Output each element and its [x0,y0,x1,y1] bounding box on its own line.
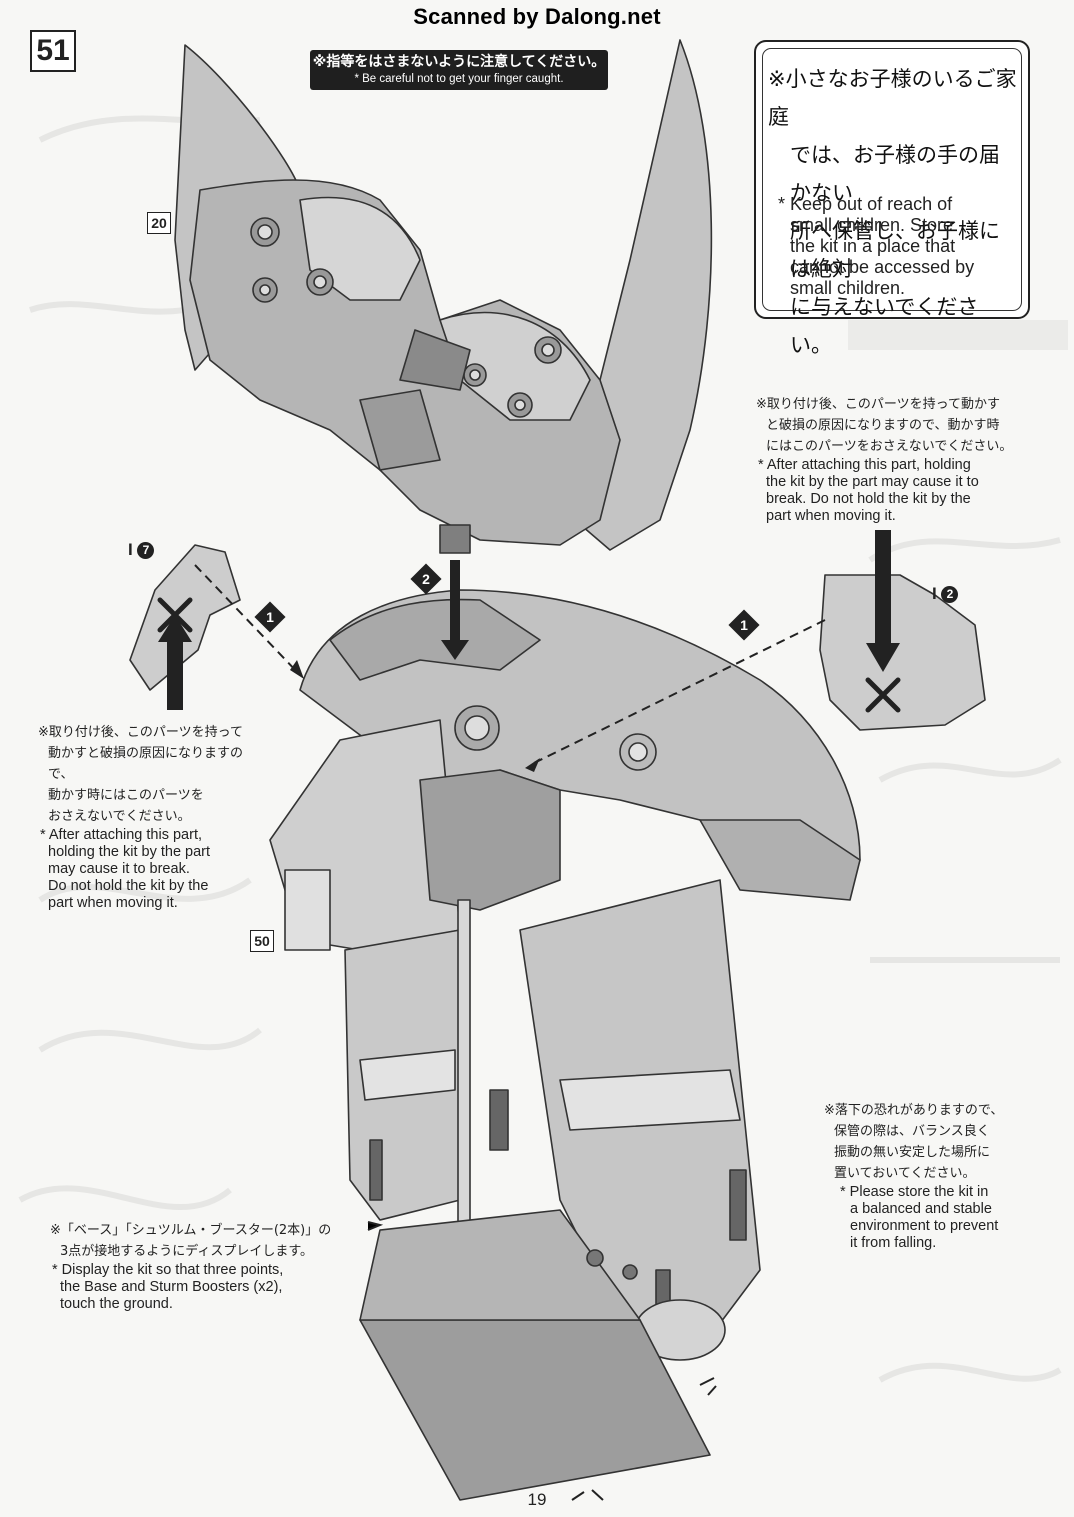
finger-warning-banner: ※指等をはさまないように注意してください。 * Be careful not t… [310,50,608,90]
step-number: 51 [30,30,76,72]
child-safety-jp-line: 所へ保管し、お子様には絶対 [790,219,1000,281]
child-safety-en-line: small children. Store [790,215,954,235]
note-jp-line: ※取り付け後、このパーツを持って [38,725,243,740]
child-safety-jp-line: では、お子様の手の届かない [790,143,1000,205]
marker-2: 2 [422,571,430,587]
page-number: 19 [527,1490,547,1509]
finger-warning-en: * Be careful not to get your finger caug… [354,73,564,85]
note-jp-line: 3点が接地するようにディスプレイします。 [60,1244,314,1259]
note-en-line: environment to prevent [850,1218,999,1234]
ground-contact-marks [367,1221,717,1501]
child-safety-jp: ※小さなお子様のいるご家庭 では、お子様の手の届かない 所へ保管し、お子様には絶… [768,60,1018,364]
note-en-line: the kit by the part may cause it to [766,474,979,490]
upper-body-part [174,39,713,554]
child-safety-jp-line: に与えないでください。 [790,295,979,357]
child-safety-en-line: cannot be accessed by [790,257,975,277]
note-jp-line: 動かす時にはこのパーツを [48,788,204,803]
marker-1-left: 1 [266,609,274,625]
note-en-line: * Please store the kit in [840,1184,989,1200]
part-label-letter: I [128,540,133,559]
note-en-line: * After attaching this part, holding [758,457,971,473]
note-en-line: part when moving it. [766,508,896,524]
note-en-line: holding the kit by the part [48,844,211,860]
child-safety-box: ※小さなお子様のいるご家庭 では、お子様の手の届かない 所へ保管し、お子様には絶… [754,40,1030,357]
note-display: ※「ベース」「シュツルム・ブースター(2本)」の 3点が接地するようにディスプレ… [50,1220,350,1313]
note-jp-line: おさえないでください。 [48,809,191,824]
note-en-line: touch the ground. [60,1296,173,1312]
part-i7 [129,544,241,691]
direction-arrows [158,530,900,710]
note-en-line: * Display the kit so that three points, [52,1262,284,1278]
child-safety-en-line: * Keep out of reach of [778,194,953,214]
note-en-line: it from falling. [850,1235,937,1251]
note-falling: ※落下の恐れがありますので、 保管の際は、バランス良く 振動の無い安定した場所に… [824,1100,1050,1252]
part-label-number: 7 [137,542,155,560]
part-label-i2: I 2 [932,584,959,604]
note-en-line: Do not hold the kit by the [48,878,209,894]
lower-body-part [269,589,861,1361]
stand-rod [457,899,471,1241]
note-en-line: the Base and Sturm Boosters (x2), [60,1279,283,1295]
child-safety-en-line: small children. [790,278,906,298]
scan-credit: Scanned by Dalong.net [413,4,661,29]
marker-1-right: 1 [740,617,748,633]
note-jp-line: にはこのパーツをおさえないでください。 [766,439,1013,454]
note-en-line: break. Do not hold the kit by the [766,491,971,507]
note-en-line: * After attaching this part, [40,827,203,843]
child-safety-inner-border [762,48,1022,311]
child-safety-jp-line: ※小さなお子様のいるご家庭 [768,67,1017,129]
child-safety-en-line: the kit in a place that [790,236,956,256]
note-en-line: a balanced and stable [850,1201,992,1217]
note-en-line: part when moving it. [48,895,178,911]
cross-marks [157,597,901,713]
note-jp-line: ※取り付け後、このパーツを持って動かす [756,397,1000,412]
note-jp-line: 動かすと破損の原因になりますので、 [48,746,244,782]
ref-step-50: 50 [250,930,274,952]
note-jp-line: 置いておいてください。 [834,1166,976,1181]
part-i2 [819,574,986,731]
note-en-line: may cause it to break. [48,861,190,877]
note-jp-line: と破損の原因になりますので、動かす時 [766,418,1000,433]
note-left-hold: ※取り付け後、このパーツを持って 動かすと破損の原因になりますので、 動かす時に… [38,722,268,912]
note-right-hold: ※取り付け後、このパーツを持って動かす と破損の原因になりますので、動かす時 に… [756,394,1026,525]
note-jp-line: 振動の無い安定した場所に [834,1145,991,1160]
child-safety-en: * Keep out of reach of small children. S… [778,194,1014,299]
finger-warning-jp: ※指等をはさまないように注意してください。 [312,54,606,70]
note-jp-line: ※落下の恐れがありますので、 [824,1103,1004,1118]
ref-step-20: 20 [147,212,171,234]
part-label-number: 2 [941,586,959,604]
note-jp-line: ※「ベース」「シュツルム・ブースター(2本)」の [50,1223,332,1238]
attach-guide-lines [194,564,826,766]
part-label-letter: I [932,584,937,603]
part-label-i7: I 7 [128,540,155,560]
note-jp-line: 保管の際は、バランス良く [834,1124,990,1139]
